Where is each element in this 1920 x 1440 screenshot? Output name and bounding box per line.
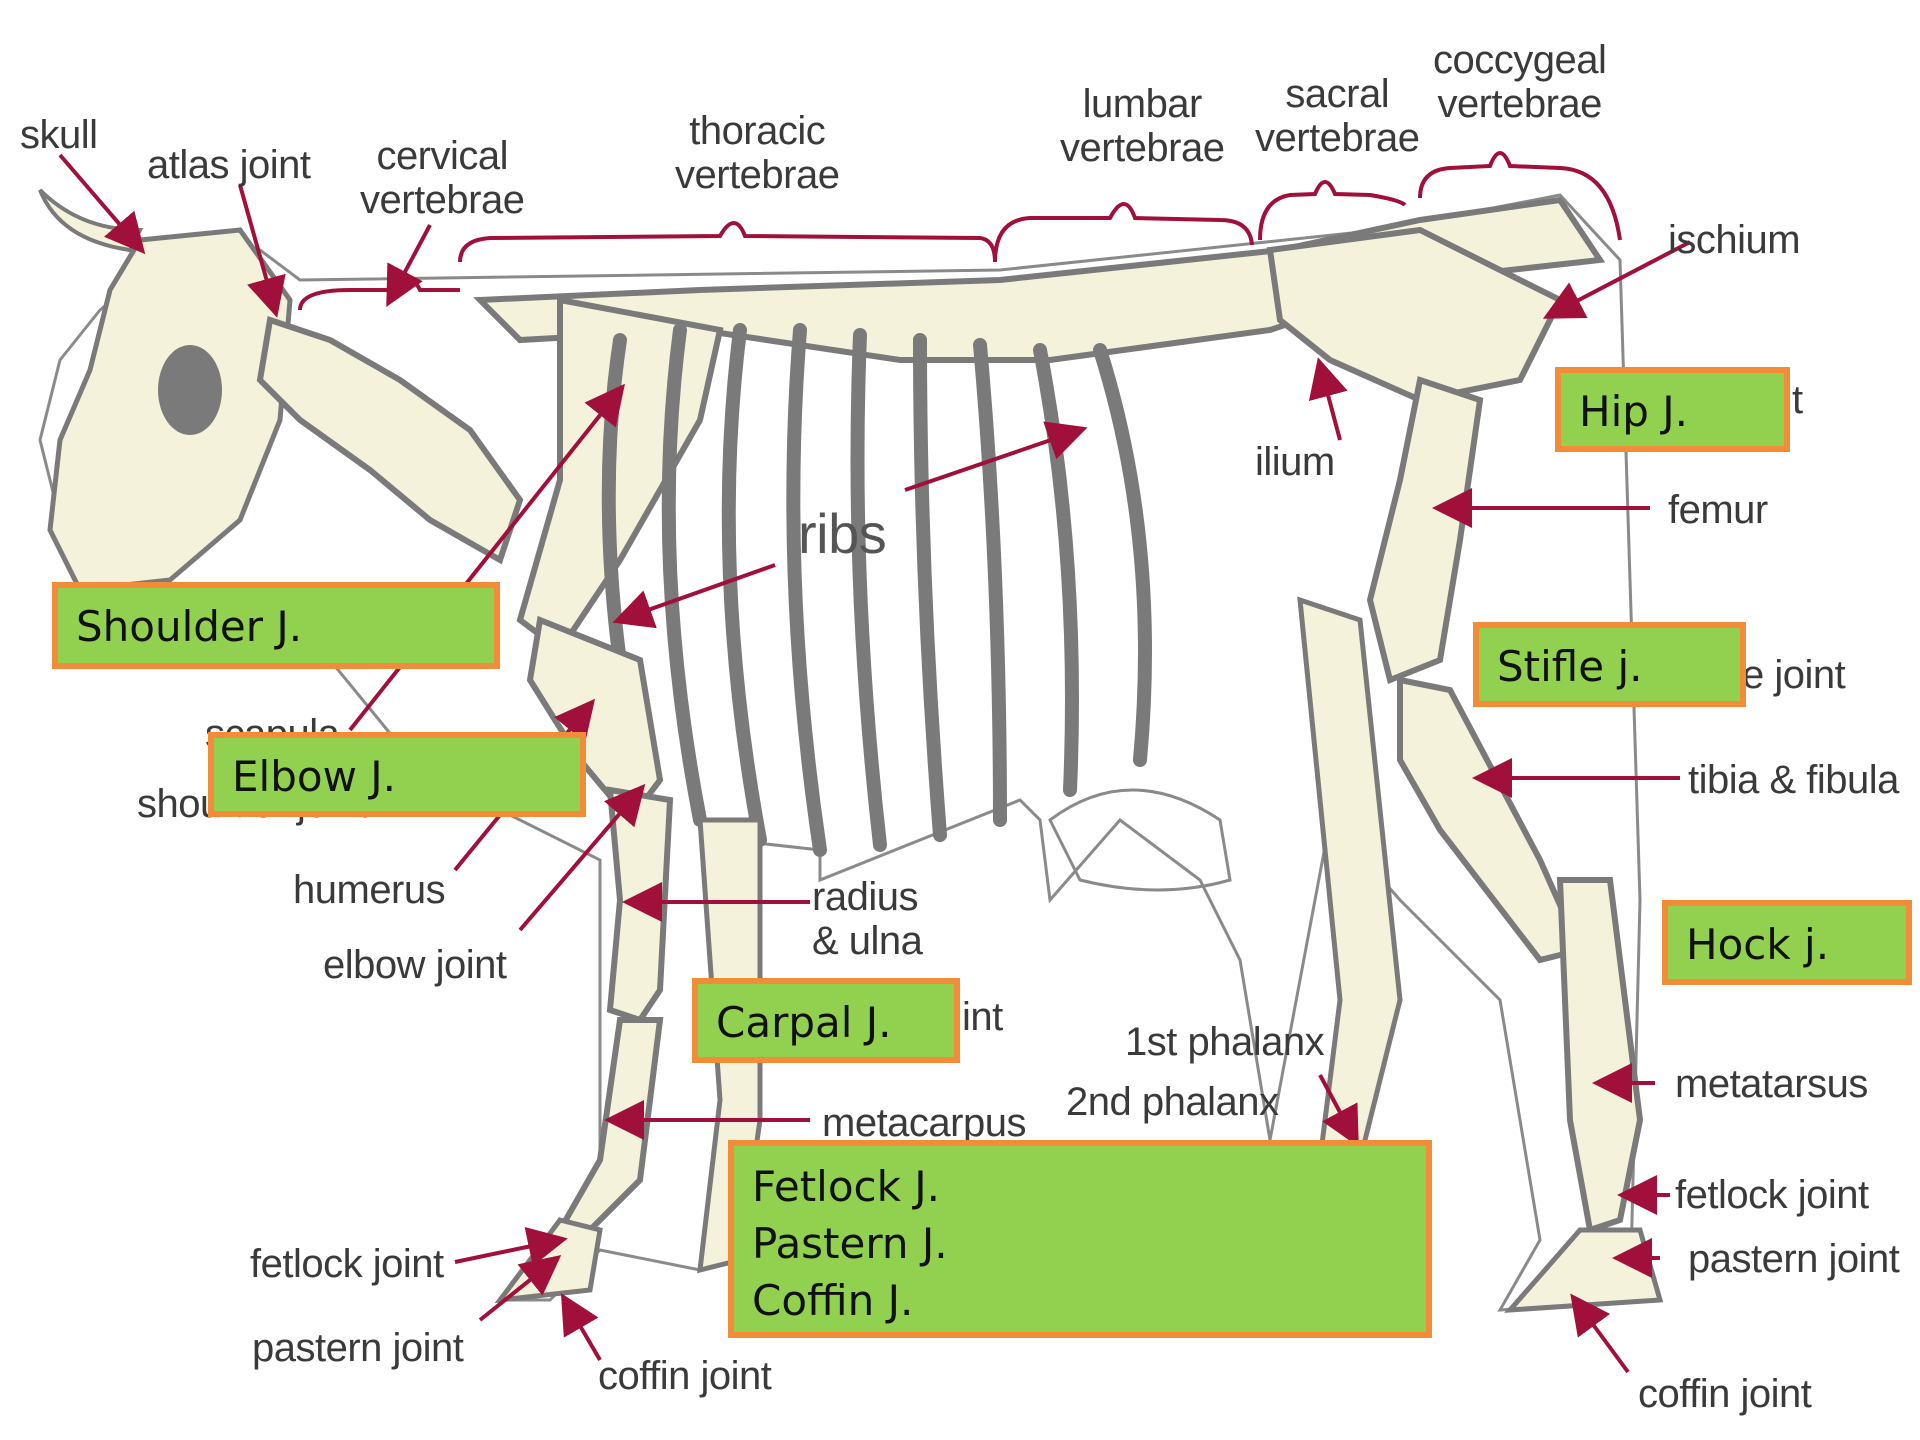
label-ischium: ischium: [1668, 218, 1800, 262]
label-pastern-joint-hind: pastern joint: [1688, 1237, 1899, 1281]
overlay-fetlock-joint: Fetlock J.: [752, 1158, 1408, 1215]
label-pastern-joint-front: pastern joint: [252, 1326, 463, 1370]
label-ribs: ribs: [798, 512, 886, 556]
label-skull: skull: [20, 113, 98, 157]
label-fetlock-joint-front: fetlock joint: [250, 1242, 444, 1286]
label-femur: femur: [1668, 488, 1768, 532]
tibia: [1400, 680, 1580, 960]
overlay-hip-joint: Hip J.: [1555, 367, 1790, 452]
radius-ulna: [610, 790, 670, 1020]
overlay-hock-joint: Hock j.: [1662, 900, 1912, 985]
label-hip-partial: t: [1792, 378, 1803, 422]
femur: [1370, 380, 1480, 680]
label-radius-ulna: radius & ulna: [812, 875, 922, 963]
hind-leg-far: [1300, 600, 1400, 1160]
label-humerus: humerus: [293, 868, 445, 912]
label-ilium: ilium: [1255, 440, 1335, 484]
label-second-phalanx: 2nd phalanx: [1066, 1080, 1278, 1124]
metacarpus: [560, 1020, 660, 1230]
overlay-fetlock-pastern-coffin: Fetlock J. Pastern J. Coffin J.: [728, 1140, 1432, 1338]
hind-hoof: [1510, 1230, 1660, 1310]
metatarsus: [1560, 880, 1640, 1230]
eye-orbit: [158, 345, 222, 435]
label-metatarsus: metatarsus: [1675, 1062, 1868, 1106]
front-hoof: [500, 1220, 600, 1300]
label-coffin-joint-hind: coffin joint: [1638, 1372, 1811, 1416]
label-first-phalanx: 1st phalanx: [1125, 1020, 1324, 1064]
label-coffin-joint-front: coffin joint: [598, 1354, 771, 1398]
overlay-shoulder-joint: Shoulder J.: [52, 582, 500, 669]
overlay-coffin-joint: Coffin J.: [752, 1272, 1408, 1329]
overlay-elbow-joint: Elbow J.: [208, 732, 586, 817]
label-carpal-partial: int: [962, 995, 1003, 1039]
label-elbow-joint: elbow joint: [323, 943, 507, 987]
label-lumbar-vertebrae: lumbar vertebrae: [1060, 82, 1224, 170]
label-fetlock-joint-hind: fetlock joint: [1675, 1173, 1869, 1217]
horn: [40, 190, 140, 250]
label-cervical-vertebrae: cervical vertebrae: [360, 134, 524, 222]
label-sacral-vertebrae: sacral vertebrae: [1255, 72, 1419, 160]
overlay-stifle-joint: Stifle j.: [1473, 622, 1746, 707]
udder: [1050, 790, 1230, 890]
label-tibia-fibula: tibia & fibula: [1688, 758, 1899, 802]
label-thoracic-vertebrae: thoracic vertebrae: [675, 109, 839, 197]
overlay-carpal-joint: Carpal J.: [692, 978, 960, 1063]
overlay-pastern-joint: Pastern J.: [752, 1215, 1408, 1272]
label-stifle-partial: e joint: [1742, 653, 1845, 697]
label-coccygeal-vertebrae: coccygeal vertebrae: [1433, 38, 1606, 126]
label-atlas-joint: atlas joint: [147, 143, 310, 187]
label-metacarpus: metacarpus: [822, 1101, 1026, 1145]
neck-vertebrae: [260, 320, 520, 560]
